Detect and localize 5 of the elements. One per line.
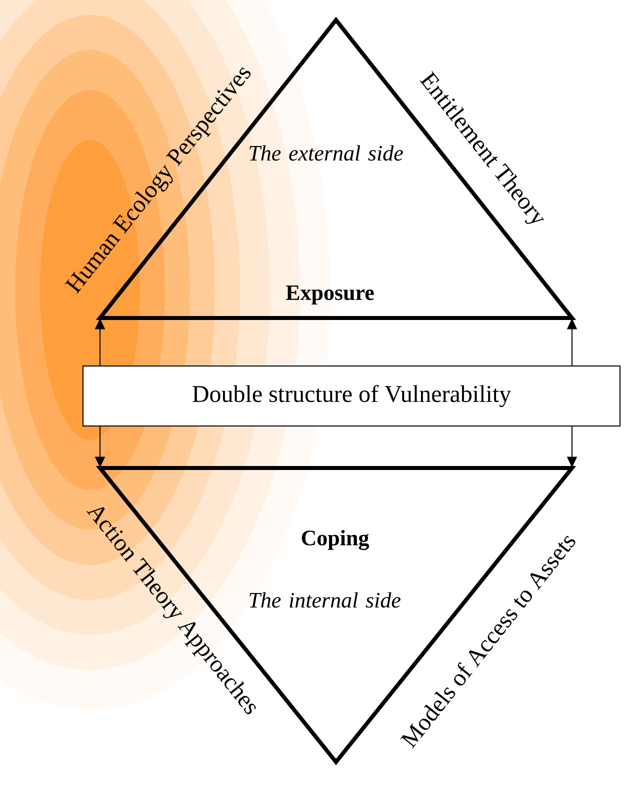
heading: Coping xyxy=(302,530,370,550)
italic-text: The external side xyxy=(250,145,403,161)
heading: Exposure xyxy=(286,285,374,305)
text-box: Double structure of Vulnerability xyxy=(82,366,620,426)
italic-text: The internal side xyxy=(250,592,400,608)
